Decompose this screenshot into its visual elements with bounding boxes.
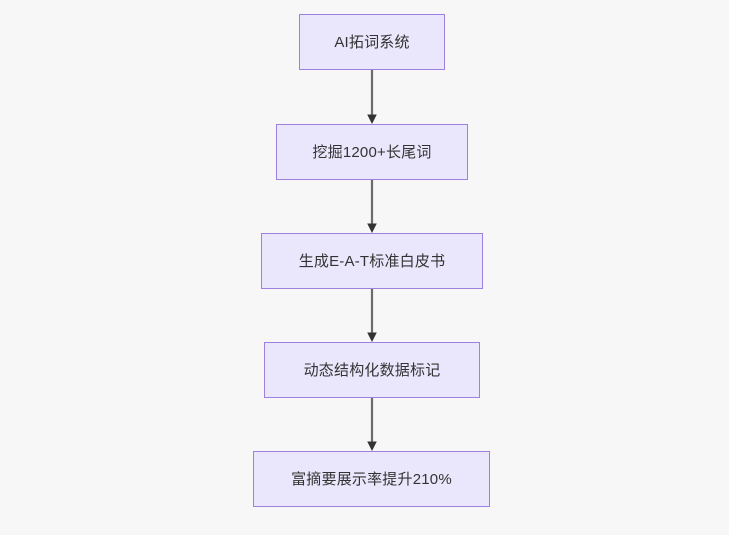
flowchart-node-generate-eat-whitepaper[interactable]: 生成E-A-T标准白皮书 [261, 233, 483, 289]
flowchart-node-label: 挖掘1200+长尾词 [312, 143, 432, 161]
flowchart-node-label: 富摘要展示率提升210% [291, 470, 452, 488]
connector-node-1-to-node-2 [362, 70, 382, 128]
flowchart-node-label: AI拓词系统 [334, 33, 410, 51]
flowchart-node-dynamic-structured-data-markup[interactable]: 动态结构化数据标记 [264, 342, 480, 398]
flowchart-node-rich-snippet-rate-increase[interactable]: 富摘要展示率提升210% [253, 451, 490, 507]
flowchart-node-label: 生成E-A-T标准白皮书 [298, 252, 446, 270]
connector-node-4-to-node-5 [362, 398, 382, 455]
connector-node-2-to-node-3 [362, 180, 382, 237]
arrow-icon [367, 398, 377, 451]
flowchart-node-label: 动态结构化数据标记 [303, 361, 441, 379]
arrow-icon [367, 289, 377, 342]
connector-node-3-to-node-4 [362, 289, 382, 346]
flowchart-node-mine-longtail-keywords[interactable]: 挖掘1200+长尾词 [276, 124, 468, 180]
flowchart-node-ai-keyword-system[interactable]: AI拓词系统 [299, 14, 445, 70]
arrow-icon [367, 180, 377, 233]
arrow-icon [367, 70, 377, 124]
